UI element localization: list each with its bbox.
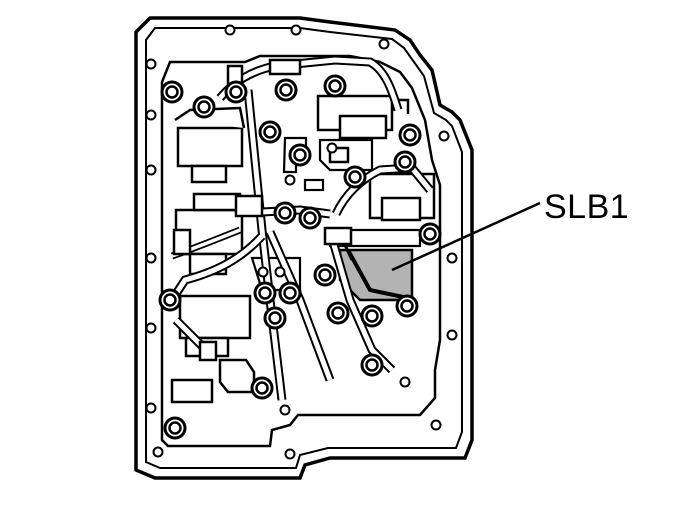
- callout-label-slb1: SLB1: [544, 188, 630, 226]
- callout-leader-line: [391, 201, 541, 272]
- inner-plate: [160, 54, 442, 448]
- gasket-inner-outline: [145, 27, 463, 469]
- solenoid-block-lower-left: [170, 294, 256, 404]
